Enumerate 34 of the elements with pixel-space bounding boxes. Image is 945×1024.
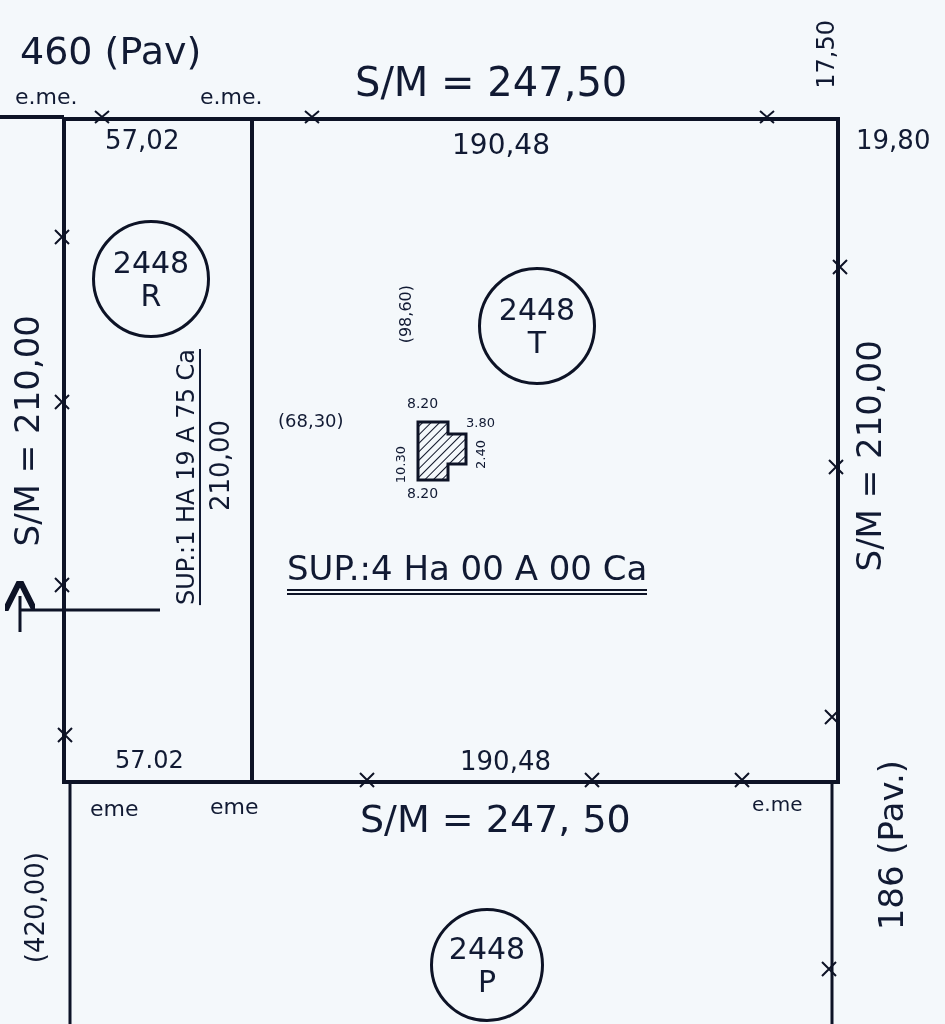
boundary-mark-text: e.me. xyxy=(200,86,263,108)
lot-number-circle xyxy=(478,267,596,385)
lot-number-circle xyxy=(92,220,210,338)
lot-number: 2448 P xyxy=(447,932,527,998)
dimension-text: (68,30) xyxy=(278,412,344,430)
dimension-text: 57,02 xyxy=(105,127,180,153)
boundary-mark-text: eme xyxy=(90,798,139,820)
dimension-text: 3.80 xyxy=(466,416,495,429)
area-text: SUP.:4 Ha 00 A 00 Ca xyxy=(287,551,648,595)
side-length-text: S/M = 247,50 xyxy=(355,62,628,102)
dimension-text: (98,60) xyxy=(398,285,414,344)
lot-number-circle xyxy=(430,908,544,1022)
dimension-text: 8.20 xyxy=(407,486,439,500)
area-text: SUP.:1 HA 19 A 75 Ca xyxy=(174,349,198,606)
dimension-text: 10.30 xyxy=(394,446,407,484)
road-width-text: 186 (Pav.) xyxy=(874,760,908,931)
dimension-text: 8.20 xyxy=(407,396,439,410)
dimension-text: 19,80 xyxy=(856,127,931,153)
dimension-text: (420,00) xyxy=(22,852,48,964)
lot-number: 2448 R xyxy=(111,246,191,312)
boundary-mark-text: eme xyxy=(210,796,259,818)
side-length-text: S/M = 210,00 xyxy=(10,315,44,547)
dimension-text: 190,48 xyxy=(460,748,551,774)
side-length-text: S/M = 247, 50 xyxy=(360,800,631,838)
road-width-text: 460 (Pav) xyxy=(20,32,202,70)
side-length-text: S/M = 210,00 xyxy=(852,340,886,572)
dimension-text: 2.40 xyxy=(474,440,487,469)
dimension-text: 190,48 xyxy=(452,131,550,159)
dimension-text: 210,00 xyxy=(207,420,233,511)
dimension-text: 17,50 xyxy=(814,20,838,89)
dimension-text: 57.02 xyxy=(115,748,184,772)
boundary-mark-text: e.me xyxy=(752,794,803,814)
lot-number: 2448 T xyxy=(497,293,577,359)
boundary-mark-text: e.me. xyxy=(15,86,78,108)
